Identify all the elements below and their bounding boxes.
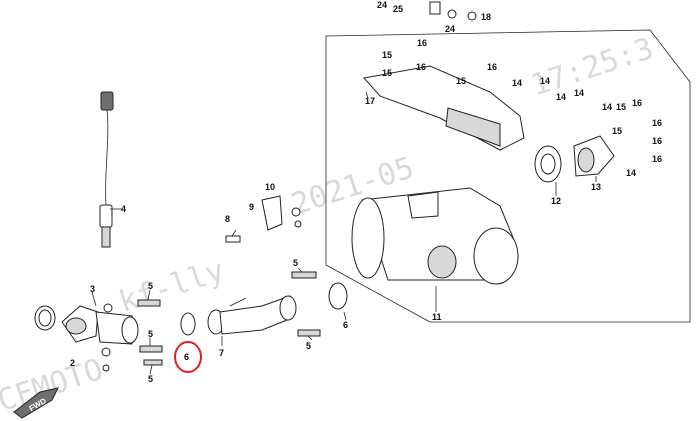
callout-16b: 16 <box>416 62 426 72</box>
callout-16c: 16 <box>487 62 497 72</box>
callout-17: 17 <box>365 96 375 106</box>
callout-15a: 15 <box>382 50 392 60</box>
oxygen-sensor <box>99 91 114 248</box>
callout-5e: 5 <box>306 341 311 351</box>
callout-3: 3 <box>90 284 95 294</box>
callout-10: 10 <box>265 182 275 192</box>
watermark-brand: CFMOTO <box>0 352 107 419</box>
callout-18: 18 <box>481 12 491 22</box>
callout-11: 11 <box>432 312 442 322</box>
end-cap <box>534 135 615 183</box>
callout-15e: 15 <box>612 126 622 136</box>
callout-15b: 15 <box>382 68 392 78</box>
callout-9: 9 <box>249 202 254 212</box>
leader-lines <box>91 91 597 375</box>
callout-labels: 2 3 4 5 5 5 5 5 6 6 7 8 9 10 11 12 13 14… <box>70 0 662 384</box>
callout-14f: 14 <box>626 168 636 178</box>
callout-14b: 14 <box>540 76 550 86</box>
callout-25: 25 <box>393 4 403 14</box>
callout-5c: 5 <box>148 374 153 384</box>
callout-16d: 16 <box>632 98 642 108</box>
callout-16f: 16 <box>652 136 662 146</box>
callout-15c: 15 <box>456 76 466 86</box>
watermark: CFMOTO kf-lly 2021-05 17:25:3 <box>0 31 658 419</box>
callout-4: 4 <box>121 204 126 214</box>
mid-pipe <box>207 295 297 335</box>
watermark-time: 17:25:3 <box>527 31 658 103</box>
callout-8: 8 <box>225 214 230 224</box>
callout-12: 12 <box>551 196 561 206</box>
callout-24b: 24 <box>445 24 455 34</box>
callout-15d: 15 <box>616 102 626 112</box>
callout-14d: 14 <box>574 88 584 98</box>
callout-5b: 5 <box>148 329 153 339</box>
muffler-assembly-box <box>325 29 691 323</box>
callout-2: 2 <box>70 358 75 368</box>
watermark-user: kf-lly <box>115 253 229 320</box>
callout-14e: 14 <box>602 102 612 112</box>
gasket-highlighted <box>174 312 202 373</box>
callout-5d: 5 <box>293 258 298 268</box>
exhaust-header <box>34 303 139 372</box>
callout-7: 7 <box>219 348 224 358</box>
callout-14a: 14 <box>512 78 522 88</box>
callout-24a: 24 <box>377 0 387 10</box>
callout-5a: 5 <box>148 281 153 291</box>
gasket-right <box>328 282 348 310</box>
top-fasteners <box>429 1 477 21</box>
callout-6-highlighted: 6 <box>184 352 189 362</box>
callout-6: 6 <box>343 320 348 330</box>
callout-16a: 16 <box>417 38 427 48</box>
muffler-body <box>351 187 519 285</box>
callout-16g: 16 <box>652 154 662 164</box>
springs <box>137 271 321 366</box>
callout-14c: 14 <box>556 92 566 102</box>
mount-bracket <box>225 195 302 243</box>
callout-13: 13 <box>591 182 601 192</box>
callout-16e: 16 <box>652 118 662 128</box>
heat-shield <box>363 65 525 151</box>
